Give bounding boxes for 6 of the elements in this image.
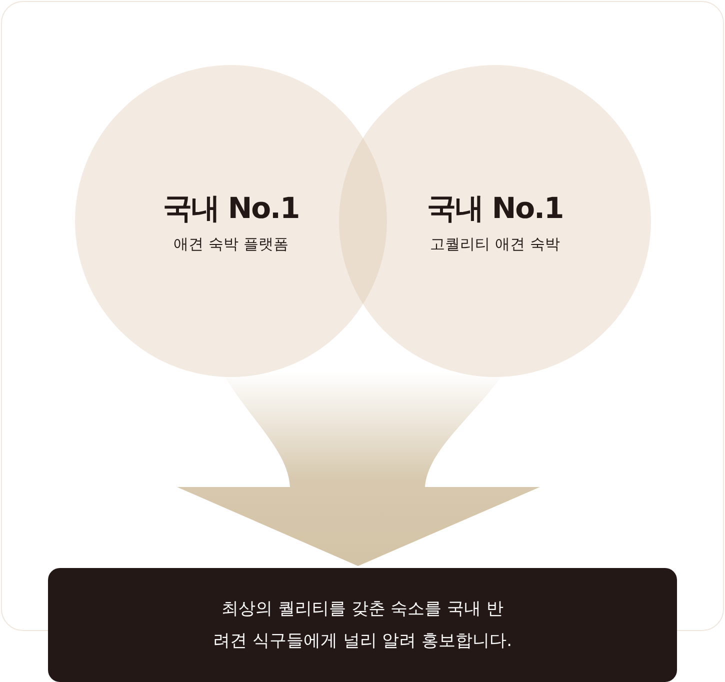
circle-subtitle: 애견 숙박 플랫폼 <box>174 234 288 254</box>
message-text: 최상의 퀄리티를 갖춘 숙소를 국내 반려견 식구들에게 널리 알려 홍보합니다. <box>212 598 514 653</box>
circle-heading: 국내 No.1 <box>162 190 300 226</box>
circle-heading: 국내 No.1 <box>426 190 564 226</box>
message-box <box>48 568 677 682</box>
circle-subtitle: 고퀄리티 애견 숙박 <box>430 234 560 254</box>
